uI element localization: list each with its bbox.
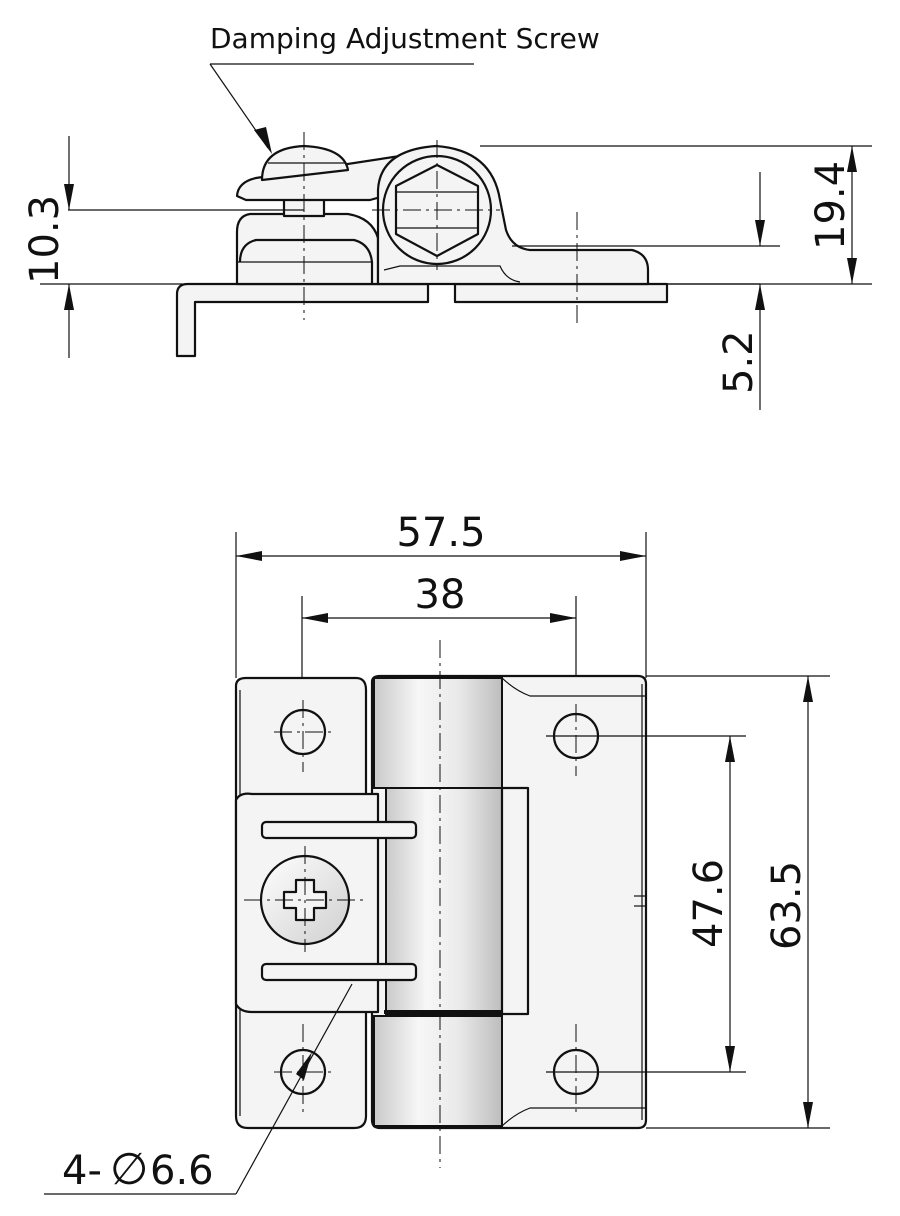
dim-635-arrow-bottom [803, 1102, 813, 1128]
barrel-lower [373, 1015, 503, 1127]
dim-103-text: 10.3 [22, 195, 68, 284]
dim-103-arrow-bottom [64, 284, 74, 310]
dim-52-text: 5.2 [716, 330, 762, 394]
hole-callout-count: 4- [62, 1148, 102, 1194]
dim-194-arrow-bottom [847, 258, 857, 284]
dim-38-arrow-right [550, 613, 576, 623]
diameter-symbol-icon: ∅ [110, 1144, 148, 1195]
barrel-upper [373, 677, 503, 789]
dim-575-arrow-right [620, 551, 646, 561]
hole-callout-diameter: 6.6 [150, 1148, 214, 1194]
left-leaf-block [235, 212, 380, 286]
dim-194-arrow-top [847, 146, 857, 172]
dim-38-arrow-left [302, 613, 328, 623]
dim-635-arrow-top [803, 676, 813, 702]
dim-635-text: 63.5 [764, 861, 810, 950]
dim-38-text: 38 [415, 572, 466, 618]
dim-52-arrow-top [755, 220, 765, 246]
dim-103-arrow-top [64, 184, 74, 210]
label-leader-arrow [254, 127, 272, 154]
hole-callout-leader [235, 983, 353, 1195]
left-leaf-inner [238, 238, 374, 284]
dim-575-arrow-left [236, 551, 262, 561]
dim-52-arrow-bottom [755, 284, 765, 310]
barrel-side-plate [500, 786, 530, 1016]
side-view: Damping Adjustment Screw [22, 22, 872, 410]
damping-screw-label: Damping Adjustment Screw [210, 22, 600, 55]
right-plate-side [453, 282, 669, 304]
front-centerlines [244, 640, 746, 1168]
right-leaf-inner [383, 265, 521, 283]
dim-575-text: 57.5 [396, 510, 485, 556]
spring-bar-top [260, 820, 418, 840]
front-view: 57.5 38 [44, 510, 830, 1195]
dim-476-text: 47.6 [686, 859, 732, 948]
left-plate-side [175, 282, 430, 358]
hole-callout-arrow [296, 1052, 312, 1080]
spring-bar-bottom [260, 962, 418, 982]
dim-476-arrow-bottom [725, 1046, 735, 1072]
dim-476-arrow-top [725, 736, 735, 762]
dim-194-text: 19.4 [808, 161, 854, 250]
